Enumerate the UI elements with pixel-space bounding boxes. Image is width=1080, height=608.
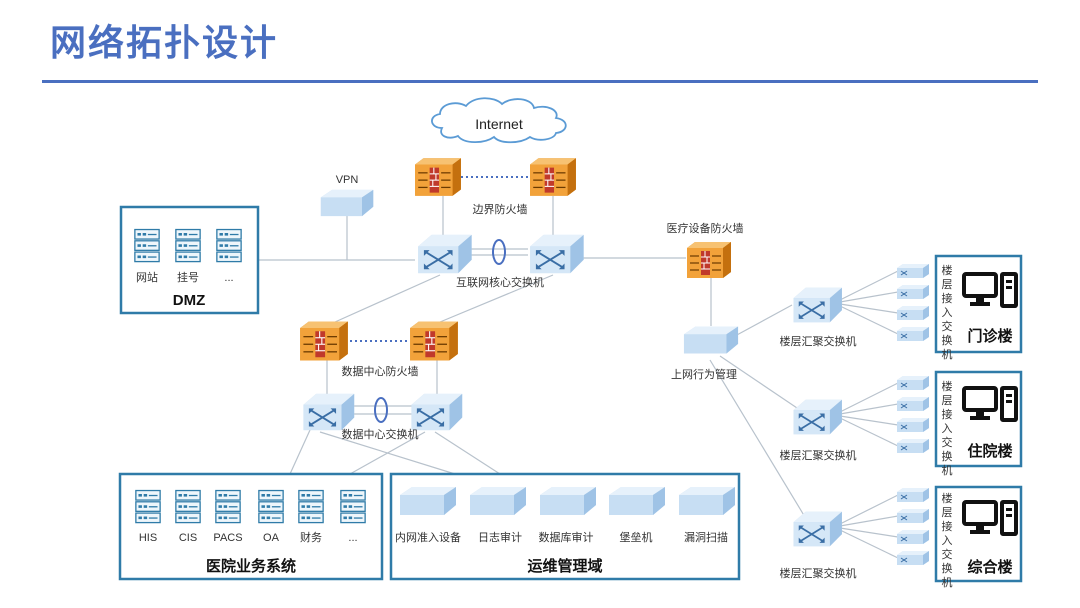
hospital-system-label: HIS <box>139 532 157 544</box>
link-aggregation-core <box>492 239 506 265</box>
ops-device-label: 数据库审计 <box>539 530 594 544</box>
connection-lines <box>258 196 899 559</box>
access-switch-icon <box>896 550 930 566</box>
server-icon <box>215 489 241 524</box>
medical-firewall-label: 医疗设备防火墙 <box>667 221 744 235</box>
server-icon <box>340 489 366 524</box>
computer-icon <box>962 272 1018 308</box>
ops-device-label: 日志审计 <box>478 530 522 544</box>
building-name: 门诊楼 <box>967 327 1012 345</box>
floor-aggregation-switch <box>792 398 843 436</box>
dc-switch-label: 数据中心交换机 <box>342 427 419 441</box>
core-switch-label: 互联网核心交换机 <box>456 275 544 289</box>
server-icon <box>175 489 201 524</box>
building-general: 楼层汇聚交换机 楼层接入交换机 综合楼 <box>780 485 1023 589</box>
access-switch-vertical-label: 楼层接入交换机 <box>942 379 953 477</box>
hospital-system-label: OA <box>263 532 280 544</box>
dc-switch-1 <box>302 392 356 432</box>
hospital-systems-zone: HIS CIS PACS OA 财务 ... 医院业务系统 <box>118 472 384 581</box>
vpn-label: VPN <box>336 174 359 186</box>
border-firewall-2 <box>529 157 577 197</box>
access-switch-icon <box>896 284 930 300</box>
access-switch-vertical-label: 楼层接入交换机 <box>942 263 953 361</box>
access-switch-icon <box>896 487 930 503</box>
computer-icon <box>962 500 1018 536</box>
ops-device-label: 漏洞扫描 <box>684 530 728 544</box>
aggregation-switch-label: 楼层汇聚交换机 <box>780 448 857 462</box>
behavior-mgmt-label: 上网行为管理 <box>671 367 737 381</box>
ops-device-icon <box>470 487 526 515</box>
access-switch-icon <box>896 326 930 342</box>
server-icon <box>134 228 160 263</box>
dmz-title: DMZ <box>173 292 206 309</box>
medical-firewall <box>686 241 732 279</box>
behavior-mgmt-device <box>683 326 739 354</box>
ops-device-icon <box>679 487 735 515</box>
border-firewall-label: 边界防火墙 <box>473 202 528 216</box>
dc-firewall-2 <box>409 320 459 362</box>
link-aggregation-dc <box>374 397 388 423</box>
dmz-zone: 网站 挂号 ... DMZ <box>119 205 260 315</box>
access-switch-icon <box>896 529 930 545</box>
dc-switch-2 <box>410 392 464 432</box>
dmz-server-label: ... <box>224 272 233 284</box>
access-switch-vertical-label: 楼层接入交换机 <box>942 491 953 589</box>
server-icon <box>175 228 201 263</box>
access-switch-icon <box>896 263 930 279</box>
dc-firewall-label: 数据中心防火墙 <box>342 364 419 378</box>
ops-domain-title: 运维管理域 <box>527 557 602 575</box>
dc-firewall-1 <box>299 320 349 362</box>
hospital-system-label: ... <box>348 532 357 544</box>
building-outpatient: 楼层汇聚交换机 楼层接入交换机 门诊楼 <box>780 254 1023 361</box>
ops-device-label: 内网准入设备 <box>395 530 461 544</box>
access-switch-icon <box>896 417 930 433</box>
dmz-server-label: 挂号 <box>177 270 199 284</box>
ops-device-icon <box>400 487 456 515</box>
floor-aggregation-switch <box>792 286 843 324</box>
hospital-system-label: PACS <box>213 532 242 544</box>
border-firewall-1 <box>414 157 462 197</box>
aggregation-switch-label: 楼层汇聚交换机 <box>780 566 857 580</box>
internet-cloud: Internet <box>431 97 567 144</box>
core-switch-1 <box>417 233 473 275</box>
server-icon <box>258 489 284 524</box>
access-switch-icon <box>896 396 930 412</box>
access-switch-icon <box>896 375 930 391</box>
ops-device-icon <box>609 487 665 515</box>
access-switch-icon <box>896 508 930 524</box>
access-switch-icon <box>896 438 930 454</box>
building-inpatient: 楼层汇聚交换机 楼层接入交换机 住院楼 <box>780 370 1023 477</box>
hospital-systems-title: 医院业务系统 <box>206 557 296 575</box>
hospital-system-label: 财务 <box>300 530 322 544</box>
vpn-device <box>320 189 374 217</box>
building-name: 住院楼 <box>967 442 1012 460</box>
aggregation-switch-label: 楼层汇聚交换机 <box>780 334 857 348</box>
server-icon <box>216 228 242 263</box>
ops-device-label: 堡垒机 <box>620 530 653 544</box>
ops-device-icon <box>540 487 596 515</box>
internet-label: Internet <box>475 116 523 132</box>
title-divider <box>42 80 1038 83</box>
core-switch-2 <box>529 233 585 275</box>
dmz-server-label: 网站 <box>136 270 158 284</box>
ops-domain-zone: 内网准入设备 日志审计 数据库审计 堡垒机 漏洞扫描 运维管理域 <box>389 472 741 581</box>
page-title: 网络拓扑设计 <box>50 22 279 63</box>
floor-aggregation-switch <box>792 510 843 548</box>
access-switch-icon <box>896 305 930 321</box>
server-icon <box>298 489 324 524</box>
building-name: 综合楼 <box>967 558 1012 576</box>
hospital-system-label: CIS <box>179 532 197 544</box>
server-icon <box>135 489 161 524</box>
computer-icon <box>962 386 1018 422</box>
